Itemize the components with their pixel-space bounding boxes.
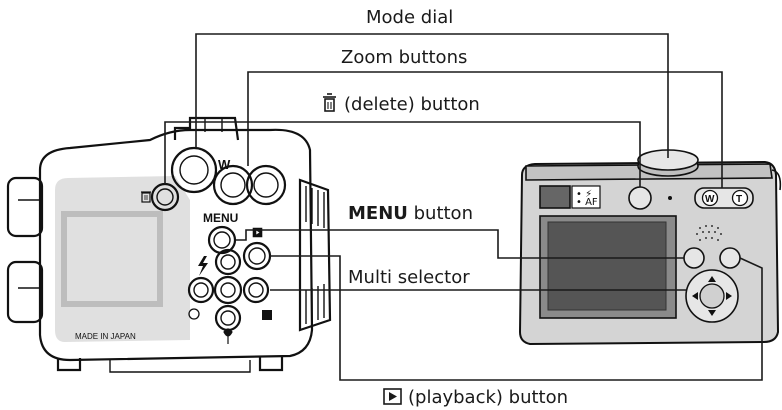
speaker-grille [696, 225, 722, 241]
label-menu-button: MENU button [348, 203, 473, 224]
trash-icon [323, 93, 336, 112]
label-multi-selector: Multi selector [348, 267, 470, 288]
svg-text:• AF: • AF [576, 197, 598, 208]
housing-w-label: W [218, 157, 231, 172]
playback-icon [383, 388, 402, 405]
housing-zoom-t-knob [245, 164, 287, 206]
label-playback-group: (playback) button [383, 387, 568, 408]
housing-feet [56, 356, 284, 372]
self-timer-icon [188, 308, 200, 320]
exposure-comp-icon [262, 310, 272, 320]
front-multi-selector [685, 269, 739, 323]
macro-icon [223, 328, 233, 344]
label-menu-rest: button [408, 203, 473, 224]
housing-zoom-w-knob [212, 164, 254, 206]
flash-icon [198, 256, 208, 276]
lcd-window [55, 176, 190, 342]
front-zoom-w-label: W [705, 194, 715, 205]
label-menu-strong: MENU [348, 203, 408, 224]
label-playback-button: (playback) button [408, 387, 568, 408]
housing-menu-knob [207, 225, 237, 255]
front-menu-button [683, 247, 705, 269]
housing-mode-knob [170, 146, 218, 194]
leader-zoom-buttons [247, 71, 723, 188]
front-lcd-screen [547, 221, 667, 311]
front-viewfinder [539, 185, 571, 209]
leader-delete-button [164, 121, 641, 187]
housing-outline [38, 128, 314, 362]
trash-icon [141, 191, 151, 203]
housing-multi-selector [187, 248, 270, 332]
camera-front-view: • ⚡ • AF W T [518, 149, 782, 346]
left-clip-upper [6, 176, 44, 238]
label-delete-group: (delete) button [323, 93, 480, 115]
svg-text:• ⚡: • ⚡ [576, 189, 592, 200]
housing-playback-knob [242, 241, 272, 271]
leader-playback-button [270, 255, 763, 381]
lcd-inner [61, 211, 163, 307]
leader-menu-button [236, 229, 684, 259]
label-mode-dial: Mode dial [366, 7, 453, 28]
label-zoom-buttons: Zoom buttons [341, 47, 467, 68]
front-playback-button [719, 247, 741, 269]
leader-mode-dial [195, 33, 669, 158]
housing-menu-label: MENU [203, 211, 238, 225]
right-grip-ribs [298, 178, 332, 332]
camera-back-view: W MENU [6, 116, 332, 373]
left-clip-lower [6, 260, 44, 324]
leader-lines [164, 33, 763, 381]
front-delete-button [628, 186, 652, 210]
label-delete-button: (delete) button [344, 94, 480, 115]
front-zoom-t-label: T [736, 194, 742, 205]
made-in-japan-label: MADE IN JAPAN [75, 332, 136, 341]
